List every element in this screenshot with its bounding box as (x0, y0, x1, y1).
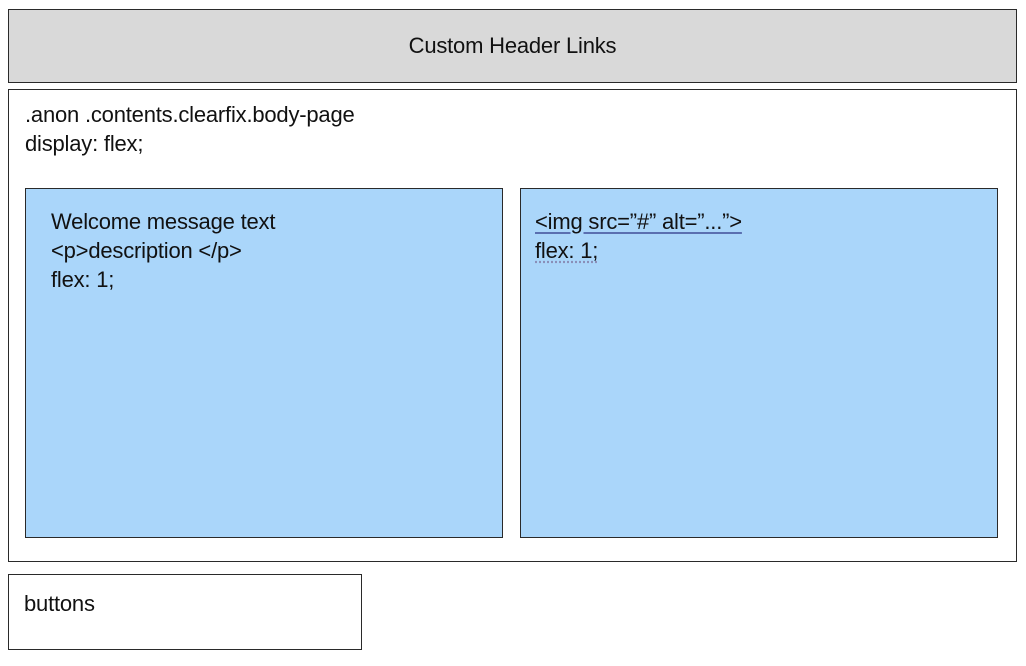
body-page-caption: .anon .contents.clearfix.body-page displ… (25, 100, 355, 158)
body-page-display-rule: display: flex; (25, 131, 144, 156)
welcome-panel: Welcome message text <p>description </p>… (25, 188, 503, 538)
body-page-container: .anon .contents.clearfix.body-page displ… (8, 89, 1017, 562)
description-paragraph-text: <p>description </p> (51, 238, 242, 263)
header-links-box: Custom Header Links (8, 9, 1017, 83)
welcome-message-text: Welcome message text (51, 209, 276, 234)
body-page-selector: .anon .contents.clearfix.body-page (25, 102, 355, 127)
buttons-box: buttons (8, 574, 362, 650)
header-links-label: Custom Header Links (408, 33, 617, 58)
image-panel-flex-rule: flex: 1; (535, 238, 599, 263)
img-tag-text: <img src=”#” alt=”...”> (535, 209, 742, 234)
image-panel: <img src=”#” alt=”...”> flex: 1; (520, 188, 998, 538)
buttons-label: buttons (24, 591, 95, 616)
welcome-panel-flex-rule: flex: 1; (51, 267, 115, 292)
